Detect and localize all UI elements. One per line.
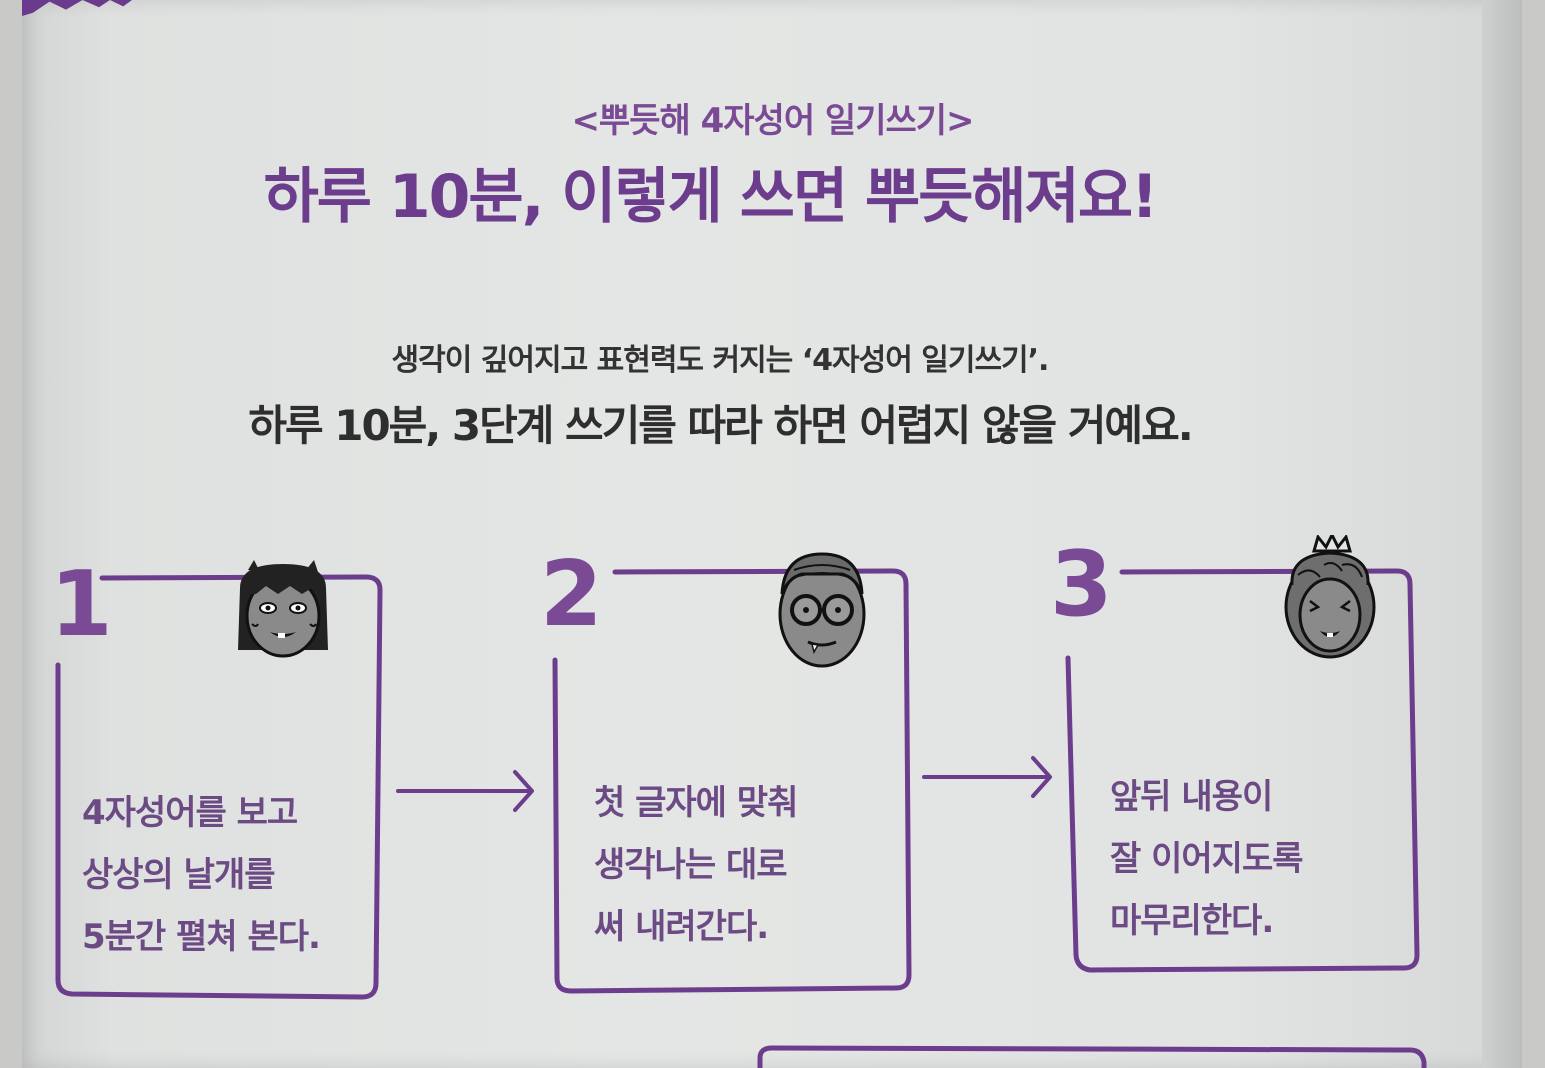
step-3-frame bbox=[1065, 568, 1420, 973]
step-1-number: 1 bbox=[50, 552, 113, 657]
step-2-number: 2 bbox=[540, 542, 603, 647]
arrow-right-icon bbox=[396, 770, 534, 812]
intro-line-2: 하루 10분, 3단계 쓰기를 따라 하면 어렵지 않을 거예요. bbox=[248, 401, 1193, 450]
step-1-frame bbox=[55, 574, 383, 1000]
step-1-line-2: 상상의 날개를 bbox=[82, 855, 276, 895]
step-1-line-1: 4자성어를 보고 bbox=[82, 793, 298, 833]
step-2-line-3: 써 내려간다. bbox=[594, 907, 769, 947]
page-subtitle: <뿌듯해 4자성어 일기쓰기> bbox=[571, 101, 974, 141]
step-1-line-3: 5분간 펼쳐 본다. bbox=[82, 917, 321, 957]
intro-line-1: 생각이 깊어지고 표현력도 커지는 ‘4자성어 일기쓰기’. bbox=[391, 343, 1050, 378]
step-2-line-1: 첫 글자에 맞춰 bbox=[594, 783, 798, 823]
step-1-description: 4자성어를 보고 상상의 날개를 5분간 펼쳐 본다. bbox=[82, 782, 321, 968]
princess-face-icon bbox=[1284, 535, 1376, 659]
glasses-face-icon bbox=[778, 552, 866, 668]
step-3-line-1: 앞뒤 내용이 bbox=[1110, 777, 1273, 817]
page-edge bbox=[1482, 0, 1522, 1068]
arrow-right-icon bbox=[922, 756, 1052, 798]
step-3-number: 3 bbox=[1050, 532, 1113, 637]
step-2-line-2: 생각나는 대로 bbox=[594, 845, 788, 885]
step-3-line-2: 잘 이어지도록 bbox=[1110, 839, 1304, 879]
book-page bbox=[22, 0, 1522, 1068]
step-2-frame bbox=[552, 568, 912, 994]
page-title: 하루 10분, 이렇게 쓰면 뿌듯해져요! bbox=[263, 162, 1159, 232]
step-3-description: 앞뒤 내용이 잘 이어지도록 마무리한다. bbox=[1110, 766, 1304, 952]
girl-face-icon bbox=[238, 560, 328, 658]
step-3-line-3: 마무리한다. bbox=[1110, 901, 1274, 941]
bottom-frame bbox=[757, 1045, 1427, 1068]
step-2-description: 첫 글자에 맞춰 생각나는 대로 써 내려간다. bbox=[594, 772, 798, 958]
